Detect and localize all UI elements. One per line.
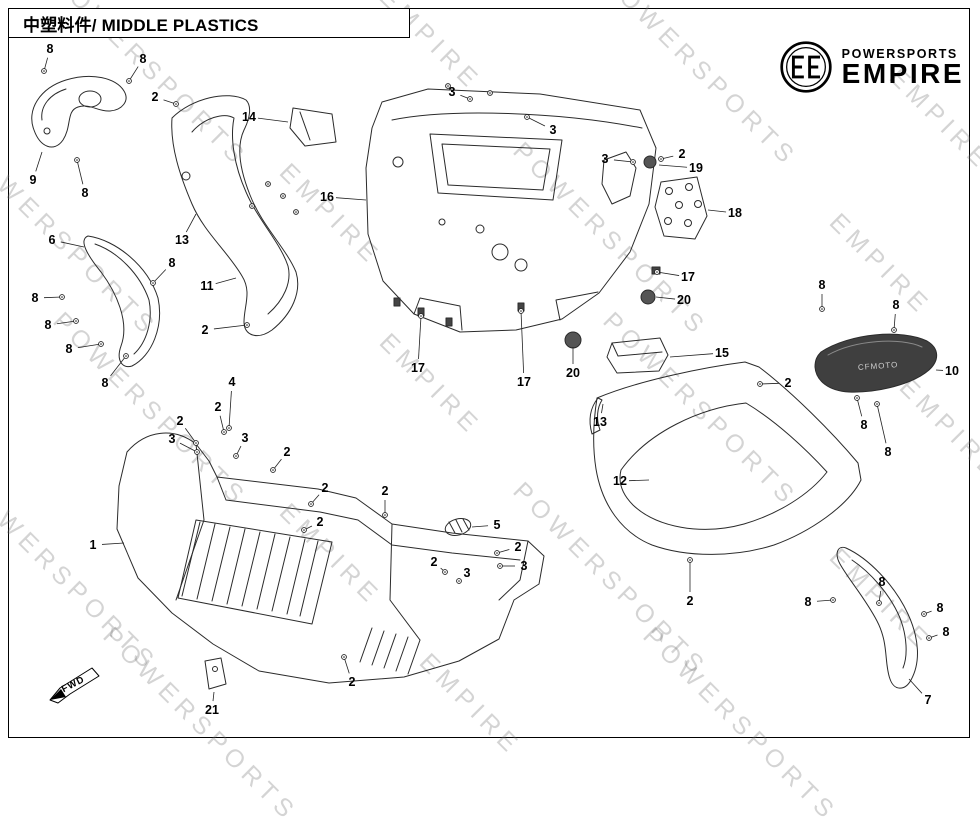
brand-name-bottom: EMPIRE	[842, 61, 964, 88]
page-title: 中塑料件/ MIDDLE PLASTICS	[23, 11, 259, 36]
part-15-small-box	[607, 338, 668, 373]
part-14-small-bracket	[290, 108, 336, 146]
part-12-right-panel	[590, 362, 861, 554]
part-10-side-trim: CFMOTO	[815, 334, 937, 392]
part-13-left-panel	[172, 96, 298, 336]
part-1-floor-panel	[117, 433, 544, 683]
part-17-clips	[394, 267, 660, 326]
part-18-plate	[655, 177, 707, 239]
part-9-mirror-bracket	[32, 76, 126, 147]
part-21-small-bracket	[205, 658, 226, 689]
brand-logo: POWERSPORTS EMPIRE	[779, 40, 964, 94]
part-16-center-panel	[366, 89, 656, 332]
part-6-left-strip	[84, 236, 160, 367]
page-title-box: 中塑料件/ MIDDLE PLASTICS	[8, 8, 410, 38]
part-7-lower-trim	[837, 547, 917, 688]
part-19-grommet	[644, 156, 656, 168]
part-16-side-mount-bracket	[602, 152, 636, 204]
standalone-screws	[250, 84, 493, 215]
part-20-grommets	[565, 290, 655, 348]
leader-lines	[36, 58, 943, 701]
parts-diagram: CFMOTO	[0, 0, 980, 748]
brand-emblem-icon	[779, 40, 833, 94]
